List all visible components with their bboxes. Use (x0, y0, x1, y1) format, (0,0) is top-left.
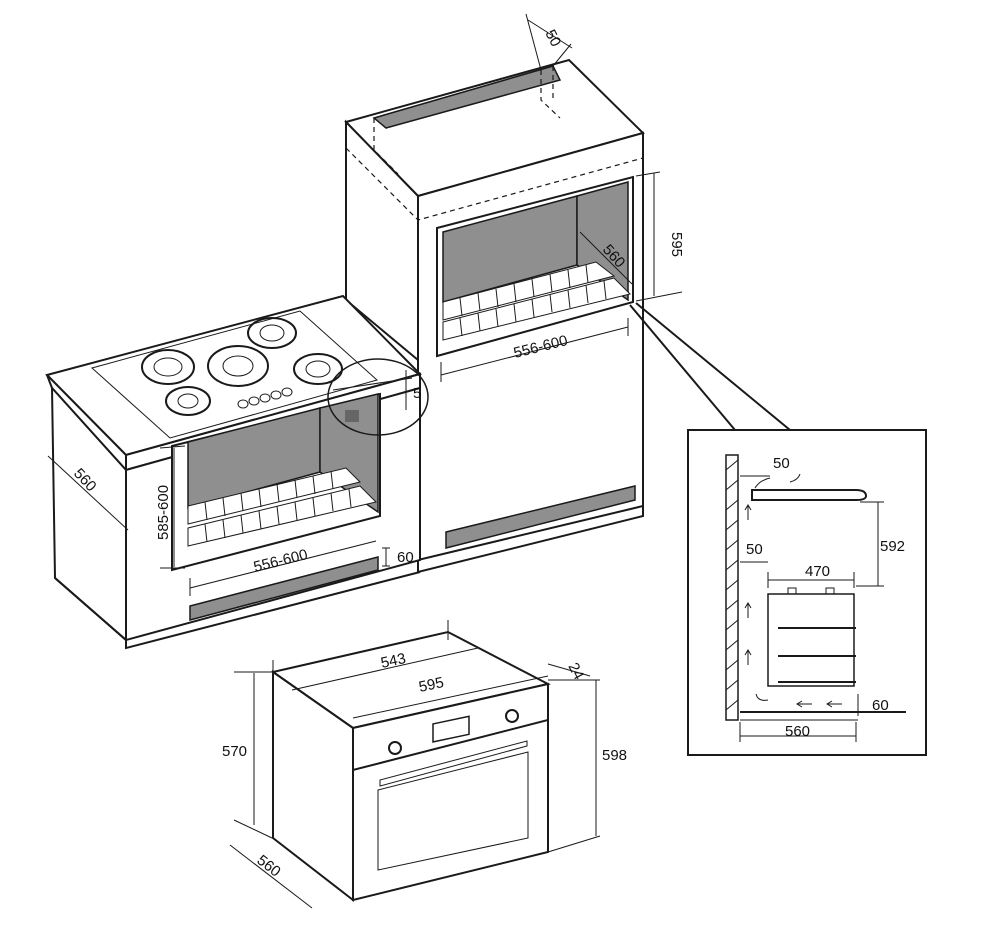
hob-cavity-height-label: 585-600 (155, 485, 172, 540)
column-cabinet (344, 58, 645, 574)
hob-detail-gap-label: 5 (413, 385, 421, 402)
detail-cabinet-depth-label: 560 (785, 723, 810, 740)
oven-window (377, 751, 529, 871)
detail-top-gap-label: 50 (773, 455, 790, 472)
built-in-oven (270, 630, 551, 903)
rack-upper-column (442, 261, 616, 321)
rack-lower-column (442, 277, 631, 341)
detail-bottom-vent-label: 60 (872, 697, 889, 714)
oven-inner-width-label: 543 (379, 650, 407, 672)
detail-circle: 5 (327, 358, 429, 436)
oven-door-handle (379, 740, 528, 787)
hob-vent-height-label: 60 (397, 549, 414, 566)
hob-cabinet (45, 294, 422, 650)
column-cavity-height-label: 595 (668, 232, 685, 257)
glass-hob (90, 310, 379, 439)
oven-knob-right (505, 709, 519, 723)
hob-knobs (237, 387, 293, 409)
oven-body-height-label: 570 (222, 743, 247, 760)
airflow-arrows (744, 473, 842, 708)
detail-rear-gap-label: 50 (746, 541, 763, 558)
detail-height-label: 592 (880, 538, 905, 555)
oven-dimensions: 543 595 24 570 598 560 (222, 620, 627, 909)
oven-panel-depth-label: 24 (564, 660, 587, 683)
oven-front-height-label: 598 (602, 747, 627, 764)
detail-leader (629, 302, 791, 431)
oven-display (432, 715, 470, 743)
detail-oven-depth-label: 470 (805, 563, 830, 580)
column-top-gap-label: 50 (541, 27, 564, 50)
gas-burners (141, 317, 343, 416)
rack-upper-hob (187, 467, 361, 525)
rack-lower-hob (187, 485, 377, 547)
detail-section: 50 50 592 470 60 560 (687, 429, 927, 756)
oven-knob-left (388, 741, 402, 755)
oven-body-depth-label: 560 (254, 852, 284, 881)
oven-front-width-label: 595 (417, 674, 445, 696)
